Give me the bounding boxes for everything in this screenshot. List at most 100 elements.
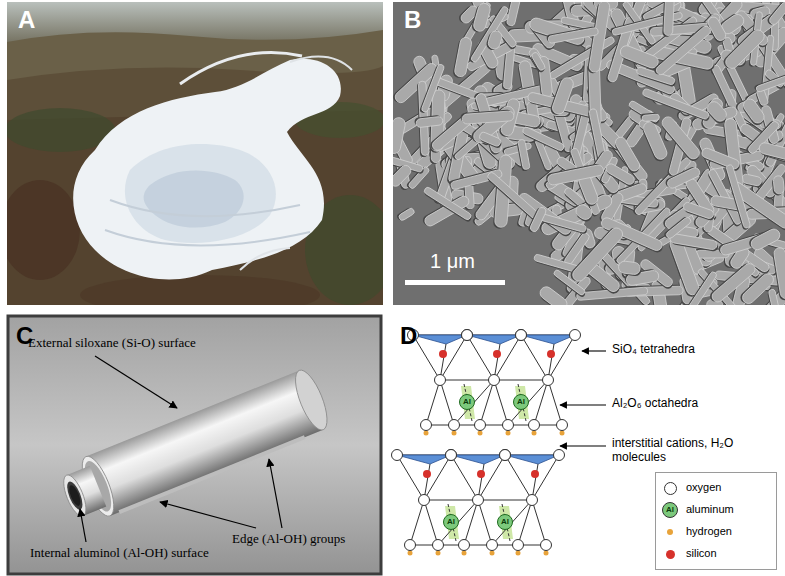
clay-layer bbox=[410, 500, 424, 545]
legend-text: aluminum bbox=[686, 503, 734, 515]
oxygen-atom bbox=[529, 420, 540, 431]
tetrahedron-face bbox=[451, 455, 505, 464]
nanotube bbox=[55, 366, 334, 530]
nanotube-render bbox=[8, 316, 381, 574]
oxygen-atom bbox=[500, 450, 511, 461]
clay-layer bbox=[518, 500, 532, 545]
legend-box: oxygenAlaluminumhydrogensilicon bbox=[655, 472, 777, 570]
silicon-atom bbox=[439, 350, 447, 358]
oxygen-atom bbox=[435, 375, 446, 386]
nanotube-rod bbox=[527, 206, 547, 235]
nanotube-rod bbox=[705, 99, 729, 124]
clay-layer bbox=[532, 500, 546, 545]
hydrogen-atom bbox=[506, 431, 511, 436]
clay-layer bbox=[494, 380, 548, 381]
tetrahedron bbox=[413, 335, 467, 380]
nanotube-rod bbox=[773, 175, 785, 194]
nanotube-rod bbox=[726, 164, 751, 228]
hydrogen-atom bbox=[516, 551, 521, 556]
hydrogen-atom bbox=[478, 431, 483, 436]
nanotube-rod bbox=[516, 191, 575, 238]
silicon-atom bbox=[493, 350, 501, 358]
nanotube-render bbox=[8, 316, 381, 574]
oxygen-atom bbox=[462, 330, 473, 341]
nanotube-rod bbox=[396, 206, 415, 222]
scale-bar bbox=[405, 280, 505, 285]
nanotube-rods bbox=[393, 2, 785, 305]
tetrahedron bbox=[505, 455, 559, 500]
nanotube-rod bbox=[700, 147, 742, 172]
legend-text: silicon bbox=[686, 547, 717, 559]
leader-arrow bbox=[269, 459, 282, 528]
clay-layer bbox=[492, 500, 532, 545]
nanotube-rod bbox=[570, 225, 625, 283]
callout-label: Edge (Al-OH) groups bbox=[232, 532, 345, 547]
tetrahedron-face bbox=[505, 455, 559, 464]
nanotube-rod bbox=[665, 216, 692, 239]
oxygen-atom bbox=[557, 420, 568, 431]
nanotube-rod bbox=[768, 2, 785, 26]
nanotube-rod bbox=[767, 289, 780, 305]
clay-layer bbox=[392, 450, 565, 556]
nanotube-rod bbox=[754, 68, 785, 93]
nanotube-rod bbox=[682, 201, 714, 219]
nanotube bbox=[67, 484, 83, 507]
nanotube-rod bbox=[660, 114, 702, 161]
legend-row: silicon bbox=[656, 544, 776, 564]
nanotube bbox=[289, 366, 333, 434]
nanotube-rod bbox=[549, 76, 575, 118]
clay-layer bbox=[508, 380, 548, 425]
nanotube-rod bbox=[655, 25, 713, 77]
clay-layer bbox=[408, 330, 581, 436]
nanotube-rod bbox=[663, 215, 692, 241]
clay-layer bbox=[424, 500, 438, 545]
sem-image bbox=[393, 2, 785, 305]
nanotube-rod bbox=[618, 261, 641, 276]
nanotube-rod bbox=[573, 202, 596, 224]
nanotube-rod bbox=[618, 44, 661, 72]
oxygen-atom bbox=[516, 330, 527, 341]
nanotube-rod bbox=[758, 142, 785, 163]
crystal-structure bbox=[392, 330, 581, 556]
oxygen-atom bbox=[473, 495, 484, 506]
quarry-photo bbox=[290, 57, 352, 70]
clay-layer bbox=[426, 425, 562, 426]
nanotube-rod bbox=[522, 126, 565, 151]
nanotube-rod bbox=[574, 202, 595, 222]
legend-row: oxygen bbox=[656, 478, 776, 498]
aluminum-atom bbox=[444, 515, 459, 530]
atom-label: Al bbox=[501, 517, 509, 526]
panel-letter: B bbox=[404, 6, 421, 34]
nanotube-rod bbox=[618, 261, 643, 277]
clay-layer bbox=[464, 500, 478, 545]
nanotube-rod bbox=[521, 126, 566, 153]
nanotube-rod bbox=[537, 284, 571, 305]
clay-layer bbox=[534, 380, 548, 425]
tetrahedron bbox=[521, 335, 575, 380]
oxygen-atom bbox=[419, 495, 430, 506]
oxygen-atom bbox=[487, 540, 498, 551]
oxygen-atom bbox=[446, 450, 457, 461]
nanotube-rod bbox=[460, 109, 514, 124]
nanotube-rod bbox=[741, 97, 766, 126]
hydrogen-atom bbox=[544, 551, 549, 556]
hydrogen-atom bbox=[452, 431, 457, 436]
legend-swatch bbox=[667, 529, 673, 535]
nanotube-rod bbox=[642, 88, 710, 120]
nanotube-rod bbox=[652, 23, 712, 77]
nanotube-rod bbox=[679, 270, 717, 305]
legend-row: Alaluminum bbox=[656, 500, 776, 520]
quarry-photo bbox=[7, 180, 80, 280]
callout-label: interstitial cations, H₂O molecules bbox=[612, 437, 737, 465]
clay-layer bbox=[494, 380, 508, 425]
panel-letter: D bbox=[400, 322, 417, 350]
hydrogen-atom bbox=[560, 431, 565, 436]
leader-arrow bbox=[95, 356, 177, 408]
oxygen-atom bbox=[405, 540, 416, 551]
nanotube-rod bbox=[662, 2, 675, 37]
nanotube-rod bbox=[538, 284, 570, 305]
nanotube-rod bbox=[487, 14, 518, 50]
clay-layer bbox=[464, 384, 472, 421]
nanotube-rod bbox=[683, 177, 717, 220]
tetrahedron-face bbox=[413, 335, 467, 344]
